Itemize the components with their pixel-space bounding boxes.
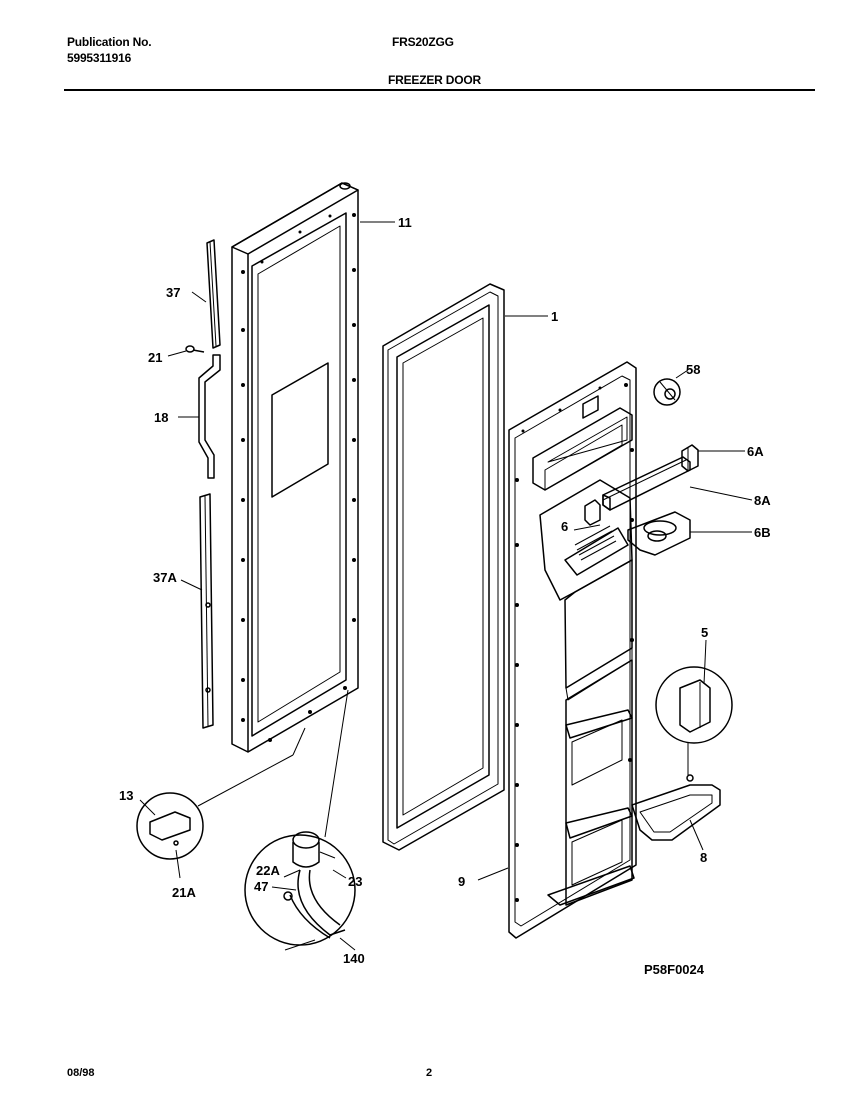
strip-part-37 xyxy=(206,239,221,349)
actuator-part-6B xyxy=(627,511,691,556)
bar-part-8A xyxy=(602,456,691,511)
detail-circle-part-13 xyxy=(136,792,204,860)
model-number: FRS20ZGG xyxy=(392,35,454,49)
gasket-part-1 xyxy=(382,283,505,851)
callout-58: 58 xyxy=(686,362,700,377)
callout-21A: 21A xyxy=(172,885,196,900)
footer-date: 08/98 xyxy=(67,1067,95,1079)
callout-8: 8 xyxy=(700,850,707,865)
callout-21: 21 xyxy=(148,350,162,365)
callout-6B: 6B xyxy=(754,525,771,540)
callout-140: 140 xyxy=(343,951,365,966)
bracket-part-8 xyxy=(631,774,721,841)
callout-18: 18 xyxy=(154,410,168,425)
callout-22A: 22A xyxy=(256,863,280,878)
callout-5: 5 xyxy=(701,625,708,640)
publication-number: 5995311916 xyxy=(67,51,132,65)
callout-6A: 6A xyxy=(747,444,764,459)
callout-47: 47 xyxy=(254,879,268,894)
callout-13: 13 xyxy=(119,788,133,803)
callout-8A: 8A xyxy=(754,493,771,508)
footer-page: 2 xyxy=(426,1067,433,1079)
callout-9: 9 xyxy=(458,874,465,889)
clip-part-6A xyxy=(681,444,699,472)
door-liner-part-9 xyxy=(508,361,637,939)
detail-circle-part-5 xyxy=(655,666,733,775)
detail-circle-wiring xyxy=(244,831,356,946)
screw-part-58 xyxy=(653,378,681,406)
clip-part-6 xyxy=(584,499,601,526)
callout-37A: 37A xyxy=(153,570,177,585)
header-rule xyxy=(64,89,815,91)
callout-1: 1 xyxy=(551,309,558,324)
callout-23: 23 xyxy=(348,874,362,889)
callout-37: 37 xyxy=(166,285,180,300)
publication-label: Publication No. xyxy=(67,35,152,49)
callout-6: 6 xyxy=(561,519,568,534)
door-panel-part-11 xyxy=(231,182,359,753)
callout-labels: 11 1 58 6A 8A 6 6B 5 8 9 37 21 18 37A 13… xyxy=(119,215,771,977)
strip-part-37A xyxy=(199,493,214,729)
handle-part-18 xyxy=(198,354,221,479)
screw-part-21 xyxy=(185,345,205,353)
section-title: FREEZER DOOR xyxy=(388,73,481,87)
figure-code: P58F0024 xyxy=(644,962,705,977)
callout-11: 11 xyxy=(398,215,412,230)
